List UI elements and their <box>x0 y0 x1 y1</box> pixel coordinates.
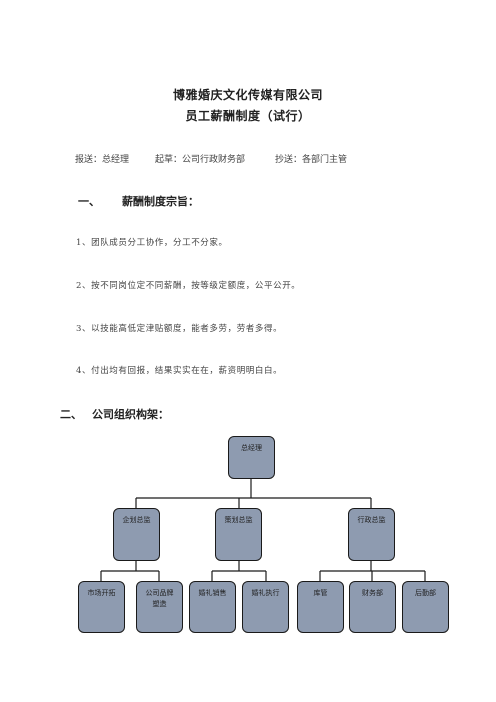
section1-number: 一、 <box>78 195 100 208</box>
section2-heading: 公司组织构架： <box>92 408 169 421</box>
section1-heading: 薪酬制度宗旨： <box>122 195 199 208</box>
list-item: 4、付出均有回报，结果实实在在，薪资明明白白。 <box>76 366 283 376</box>
org-node-planning-director: 企划总监 <box>113 508 160 561</box>
org-node-market-development: 市场开拓 <box>78 581 125 633</box>
section2-number: 二、 <box>60 408 82 421</box>
org-node-brand-building: 公司品牌塑造 <box>136 581 183 633</box>
meta-draft: 起草：公司行政财务部 <box>155 155 246 165</box>
company-name: 博雅婚庆文化传媒有限公司 <box>172 88 323 102</box>
org-node-wedding-execution: 婚礼执行 <box>242 581 289 633</box>
org-node-admin-director: 行政总监 <box>348 508 395 561</box>
org-node-finance: 财务部 <box>349 581 396 633</box>
list-item: 2、按不同岗位定不同薪酬，按等级定额度，公平公开。 <box>76 281 301 291</box>
meta-report: 报送：总经理 <box>75 155 130 165</box>
org-node-warehouse: 库管 <box>297 581 344 633</box>
org-node-event-director: 策划总监 <box>215 508 262 561</box>
document-title: 员工薪酬制度（试行） <box>185 109 311 123</box>
list-item: 3、以技能高低定津贴额度，能者多劳，劳者多得。 <box>76 324 283 334</box>
org-node-wedding-sales: 婚礼销售 <box>189 581 236 633</box>
org-node-logistics: 后勤部 <box>402 581 449 633</box>
org-node-general-manager: 总经理 <box>228 436 275 479</box>
list-item: 1、团队成员分工协作，分工不分家。 <box>76 238 228 248</box>
meta-cc: 抄送：各部门主管 <box>275 155 348 165</box>
